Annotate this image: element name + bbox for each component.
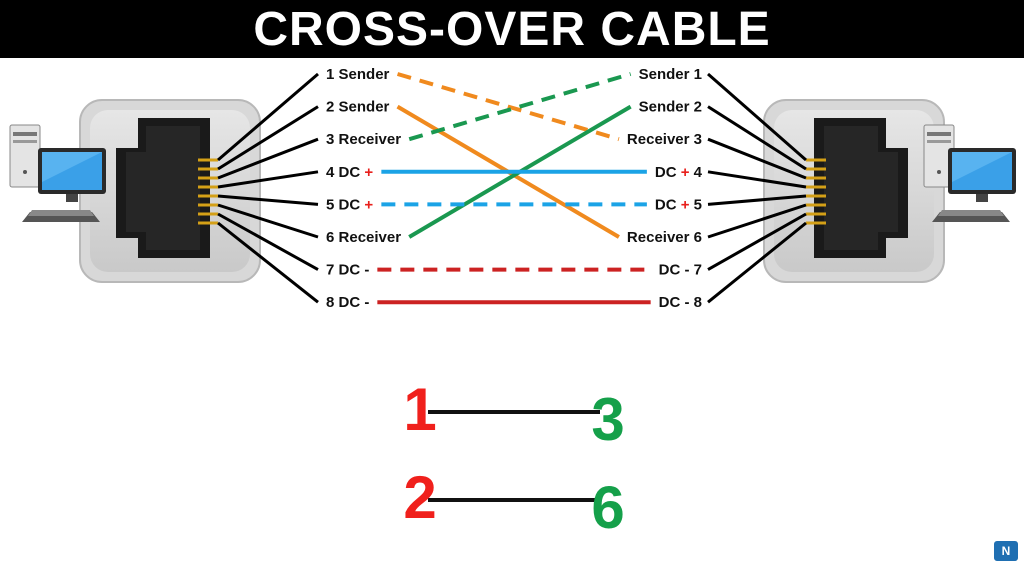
pair-left-number: 2 (403, 464, 436, 531)
right-pin-text: DC (655, 196, 677, 213)
left-pin-number: 5 (326, 196, 339, 213)
left-lead-4 (217, 170, 319, 189)
left-pin-label-8: 8 DC - (326, 294, 369, 311)
right-pin-number: 8 (689, 294, 702, 311)
left-lead-3 (217, 137, 319, 180)
left-pin-text: DC - (339, 262, 370, 279)
left-pin-text: DC (339, 164, 361, 181)
right-computer-icon (923, 124, 1016, 222)
left-pin-text: Sender (339, 99, 390, 116)
left-pin-number: 1 (326, 66, 339, 83)
title-bar (0, 0, 1024, 58)
right-pin-label-4: DC + 4 (655, 164, 703, 181)
right-lead-5 (707, 194, 807, 206)
right-pin-number: 1 (689, 66, 702, 83)
pair-right-number: 6 (591, 474, 624, 541)
right-lead-4 (707, 170, 807, 189)
left-lead-8 (217, 221, 319, 304)
right-pin-number: 7 (689, 262, 702, 279)
left-lead-5 (217, 194, 319, 206)
wire-green-3-to-1 (408, 72, 632, 142)
left-pin-label-5: 5 DC + (326, 196, 373, 213)
right-lead-6 (707, 203, 807, 239)
left-pin-number: 6 (326, 229, 339, 246)
right-pin-label-3: Receiver 3 (627, 131, 702, 148)
left-pin-sign: + (360, 164, 373, 181)
right-pin-number: 3 (689, 131, 702, 148)
right-pin-label-8: DC - 8 (659, 294, 702, 311)
left-pin-text: DC (339, 196, 361, 213)
left-pin-label-2: 2 Sender (326, 99, 390, 116)
right-pin-text: Receiver (627, 229, 690, 246)
page-title: CROSS-OVER CABLE (253, 3, 771, 56)
right-pin-number: 2 (689, 99, 702, 116)
right-pin-text: DC - (659, 262, 690, 279)
right-pin-number: 4 (689, 164, 702, 181)
left-pin-sign: + (360, 196, 373, 213)
right-pin-sign: + (677, 196, 690, 213)
right-lead-1 (707, 72, 807, 162)
left-lead-6 (217, 203, 319, 239)
left-pin-label-3: 3 Receiver (326, 131, 401, 148)
pair-summary: 1 3 2 6 (403, 376, 624, 541)
left-pin-label-6: 6 Receiver (326, 229, 401, 246)
right-pin-label-6: Receiver 6 (627, 229, 702, 246)
right-pin-text: Sender (639, 99, 690, 116)
left-lead-2 (217, 105, 319, 171)
left-pin-number: 4 (326, 164, 339, 181)
left-pin-label-4: 4 DC + (326, 164, 373, 181)
channel-logo: N (994, 541, 1018, 561)
left-pin-text: DC - (339, 294, 370, 311)
left-pin-number: 2 (326, 99, 339, 116)
left-computer-icon (9, 124, 106, 222)
left-pin-contacts (198, 158, 218, 225)
left-pin-number: 7 (326, 262, 339, 279)
right-pin-number: 5 (689, 196, 702, 213)
right-lead-2 (707, 105, 807, 171)
right-pin-number: 6 (689, 229, 702, 246)
left-pin-label-1: 1 Sender (326, 66, 390, 83)
right-lead-7 (707, 212, 807, 271)
right-pin-label-7: DC - 7 (659, 262, 702, 279)
left-pin-text: Receiver (339, 131, 402, 148)
right-lead-8 (707, 221, 807, 304)
pin-leads (217, 72, 807, 304)
right-pin-label-2: Sender 2 (639, 99, 702, 116)
left-lead-1 (217, 72, 319, 162)
right-pin-text: Sender (639, 66, 690, 83)
right-pin-label-5: DC + 5 (655, 196, 702, 213)
right-lead-3 (707, 137, 807, 180)
crossover-wires (377, 72, 651, 305)
left-lead-7 (217, 212, 319, 271)
right-pin-text: DC (655, 164, 677, 181)
left-pin-number: 3 (326, 131, 339, 148)
right-pin-text: DC - (659, 294, 690, 311)
right-pin-sign: + (677, 164, 690, 181)
right-pin-contacts (806, 158, 826, 225)
left-pin-text: Receiver (339, 229, 402, 246)
right-pin-label-1: Sender 1 (639, 66, 702, 83)
wire-orange-1-to-3 (396, 72, 620, 142)
left-pin-text: Sender (339, 66, 390, 83)
left-pin-number: 8 (326, 294, 339, 311)
pair-right-number: 3 (591, 386, 624, 453)
left-rj45-connector (79, 99, 261, 283)
right-pin-text: Receiver (627, 131, 690, 148)
left-pin-label-7: 7 DC - (326, 262, 369, 279)
pair-left-number: 1 (403, 376, 436, 443)
right-rj45-connector (763, 99, 945, 283)
